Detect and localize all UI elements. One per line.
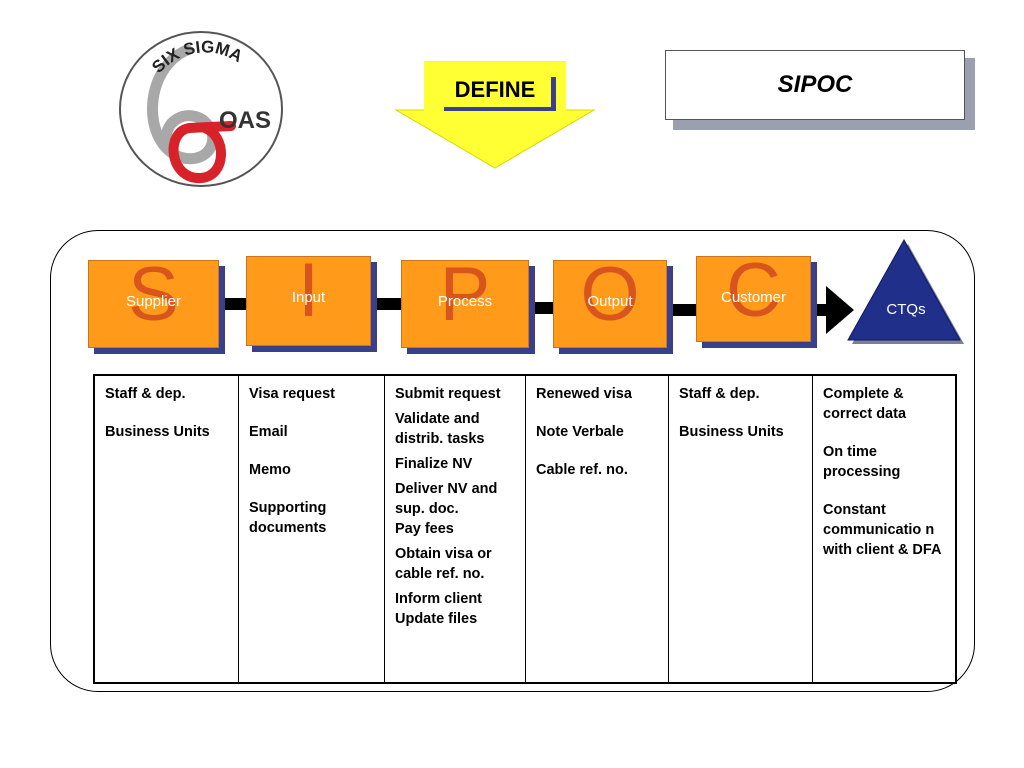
list-item: Validate and distrib. tasks [395, 411, 485, 447]
box-supplier: S Supplier [88, 260, 219, 348]
box-process: P Process [401, 260, 529, 348]
list-item: Finalize NV [395, 456, 473, 472]
logo-text-oas: OAS [219, 107, 271, 134]
list-item: Email [249, 424, 288, 440]
list-item: Obtain visa or cable ref. no. [395, 546, 492, 582]
box-label: Process [437, 293, 493, 310]
list-item: Constant communicatio n with client & DF… [823, 502, 942, 558]
table-column-customer: Staff & dep. Business Units [669, 376, 813, 682]
box-letter: S [128, 260, 179, 337]
list-item: Business Units [105, 424, 210, 440]
connector-i-p [374, 298, 402, 310]
sipoc-table: Staff & dep. Business Units Visa request… [93, 374, 957, 684]
list-item: Memo [249, 462, 291, 478]
six-sigma-oas-logo: SIX SIGMA OAS [115, 28, 287, 190]
table-column-ctqs: Complete & correct data On time processi… [813, 376, 954, 682]
define-arrow: DEFINE [390, 58, 600, 170]
box-letter: I [297, 256, 320, 333]
list-item: Inform client [395, 591, 483, 607]
box-letter: O [580, 260, 640, 337]
connector-o-c [668, 304, 698, 316]
list-item: Note Verbale [536, 424, 624, 440]
arrow-right-icon [826, 286, 854, 334]
box-label: Input [291, 289, 326, 306]
list-item: Staff & dep. [679, 386, 760, 402]
list-item: Staff & dep. [105, 386, 186, 402]
table-column-input: Visa request Email Memo Supporting docum… [239, 376, 385, 682]
table-column-process: Submit request Validate and distrib. tas… [385, 376, 526, 682]
ctq-label: CTQs [886, 301, 926, 318]
sigma-logo-icon: SIX SIGMA OAS [119, 31, 283, 187]
list-item: Cable ref. no. [536, 462, 628, 478]
box-letter: C [726, 256, 781, 333]
list-item: Submit request [395, 386, 501, 402]
list-item: Renewed visa [536, 386, 632, 402]
table-column-supplier: Staff & dep. Business Units [95, 376, 239, 682]
box-label: Output [587, 293, 633, 310]
box-letter: P [439, 260, 491, 337]
list-item: Visa request [249, 386, 335, 402]
connector-s-i [222, 298, 248, 310]
list-item: Deliver NV and sup. doc. [395, 481, 498, 517]
box-output: O Output [553, 260, 667, 348]
list-item: Pay fees [395, 521, 454, 537]
table-column-output: Renewed visa Note Verbale Cable ref. no. [526, 376, 669, 682]
list-item: Business Units [679, 424, 784, 440]
define-label: DEFINE [438, 73, 552, 107]
list-item: Update files [395, 611, 478, 627]
list-item: Complete & correct data [823, 386, 907, 422]
list-item: On time processing [823, 444, 901, 480]
list-item: Supporting documents [249, 500, 327, 536]
box-customer: C Customer [696, 256, 811, 342]
page-title: SIPOC [665, 50, 965, 120]
box-input: I Input [246, 256, 371, 346]
box-label: Supplier [125, 293, 182, 310]
sipoc-frame [50, 230, 975, 692]
ctq-triangle [847, 238, 964, 344]
connector-p-o [528, 302, 556, 314]
box-label: Customer [720, 289, 787, 306]
